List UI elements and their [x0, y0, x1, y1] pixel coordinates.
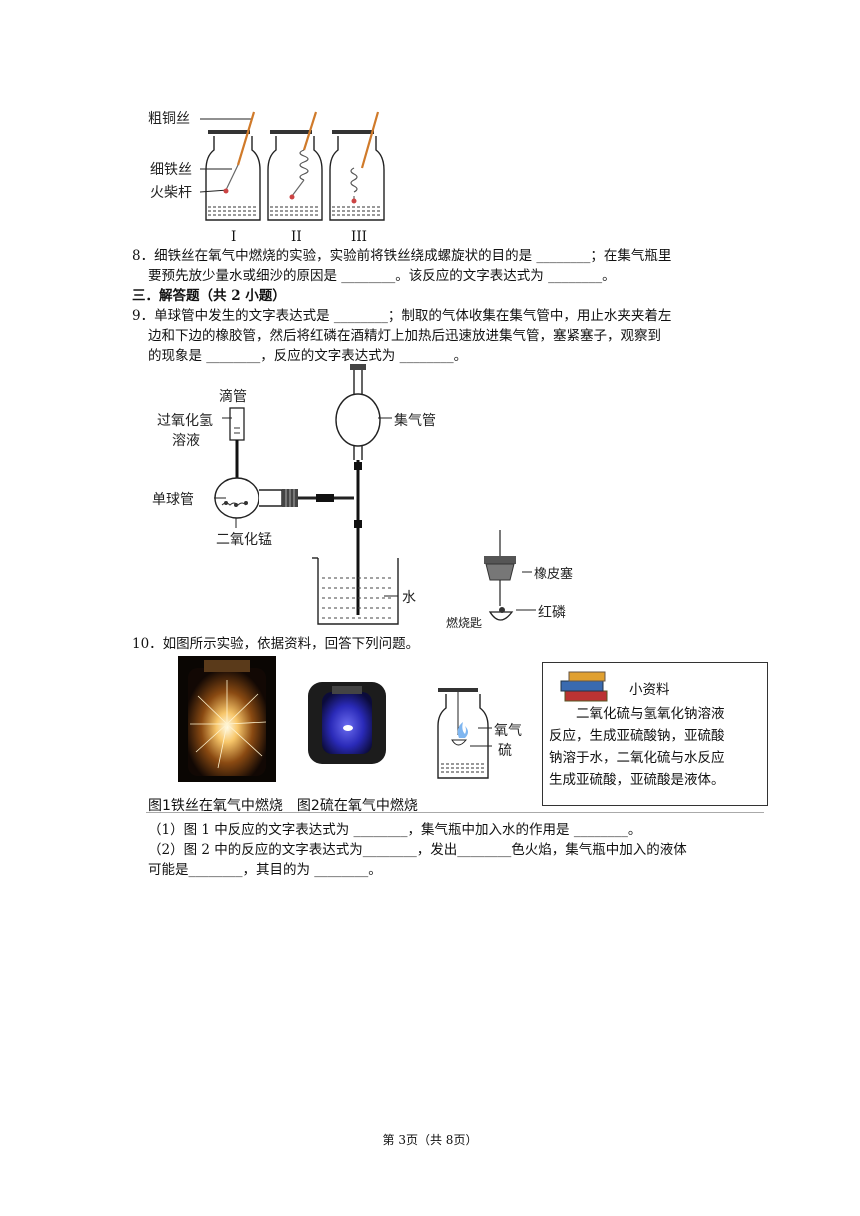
- section-3-title: 三．解答题（共 2 小题）: [132, 288, 286, 304]
- label-sulfur: 硫: [498, 743, 512, 759]
- label-match: 火柴杆: [150, 185, 192, 201]
- q9-line1: 9．单球管中发生的文字表达式是 ________；制取的气体收集在集气管中，用止…: [132, 308, 672, 324]
- q10-sub2: （2）图 2 中的反应的文字表达式为________，发出________色火焰…: [148, 842, 687, 858]
- label-oxygen: 氧气: [494, 723, 522, 739]
- info-title: 小资料: [629, 682, 670, 698]
- q8-line2: 要预先放少量水或细沙的原因是 ________。该反应的文字表达式为 _____…: [148, 268, 616, 284]
- sulfur-burning-image: [308, 682, 386, 764]
- q10-sub3: 可能是________，其目的为 ________。: [148, 862, 382, 878]
- figure-caption: 图1铁丝在氧气中燃烧 图2硫在氧气中燃烧: [148, 798, 418, 814]
- info-box: 小资料 二氧化硫与氢氧化钠溶液 反应，生成亚硫酸钠，亚硫酸 钠溶于水，二氧化硫与…: [542, 662, 768, 806]
- label-rubber-stopper: 橡皮塞: [534, 567, 574, 582]
- label-coarse-copper: 粗铜丝: [148, 111, 190, 127]
- roman-iii: III: [351, 229, 367, 245]
- label-dropper: 滴管: [219, 389, 247, 405]
- label-fine-iron: 细铁丝: [150, 162, 192, 178]
- photo-sulfur-burning: [308, 682, 386, 764]
- photo-iron-burning: [178, 656, 276, 782]
- label-red-phosphorus: 红磷: [538, 605, 566, 621]
- sulfur-jar-drawing: [437, 688, 492, 779]
- q10-sub1: （1）图 1 中反应的文字表达式为 ________，集气瓶中加入水的作用是 _…: [148, 822, 642, 838]
- info-line-4: 生成亚硫酸，亚硫酸是液体。: [549, 772, 725, 788]
- info-line-3: 钠溶于水，二氧化硫与水反应: [549, 750, 725, 766]
- apparatus-drawing: [214, 364, 536, 625]
- iron-burning-image: [188, 660, 267, 776]
- label-spoon: 燃烧匙: [446, 616, 483, 630]
- label-h2o2-line1: 过氧化氢: [157, 413, 213, 429]
- info-line-2: 反应，生成亚硫酸钠，亚硫酸: [549, 728, 725, 744]
- q9-line2: 边和下边的橡胶管，然后将红磷在酒精灯上加热后迅速放进集气管，塞紧塞子，观察到: [148, 328, 661, 344]
- label-mno2: 二氧化锰: [216, 532, 272, 548]
- q8-line1: 8．细铁丝在氧气中燃烧的实验，实验前将铁丝绕成螺旋状的目的是 ________；…: [132, 248, 672, 264]
- label-gas-tube: 集气管: [394, 413, 436, 429]
- label-water: 水: [402, 590, 416, 606]
- q10-intro: 10．如图所示实验，依据资料，回答下列问题。: [132, 636, 420, 652]
- info-line-1: 二氧化硫与氢氧化钠溶液: [549, 706, 725, 722]
- label-h2o2-line2: 溶液: [172, 433, 200, 449]
- caption-divider: [146, 812, 764, 813]
- books-icon: [560, 671, 608, 702]
- roman-ii: II: [291, 229, 302, 245]
- label-bulb-tube: 单球管: [152, 492, 194, 508]
- roman-i: I: [231, 229, 237, 245]
- q9-line3: 的现象是 ________，反应的文字表达式为 ________。: [148, 348, 468, 364]
- iron-wire-jars-drawing: [199, 111, 385, 221]
- page-footer: 第 3页（共 8页）: [382, 1133, 478, 1147]
